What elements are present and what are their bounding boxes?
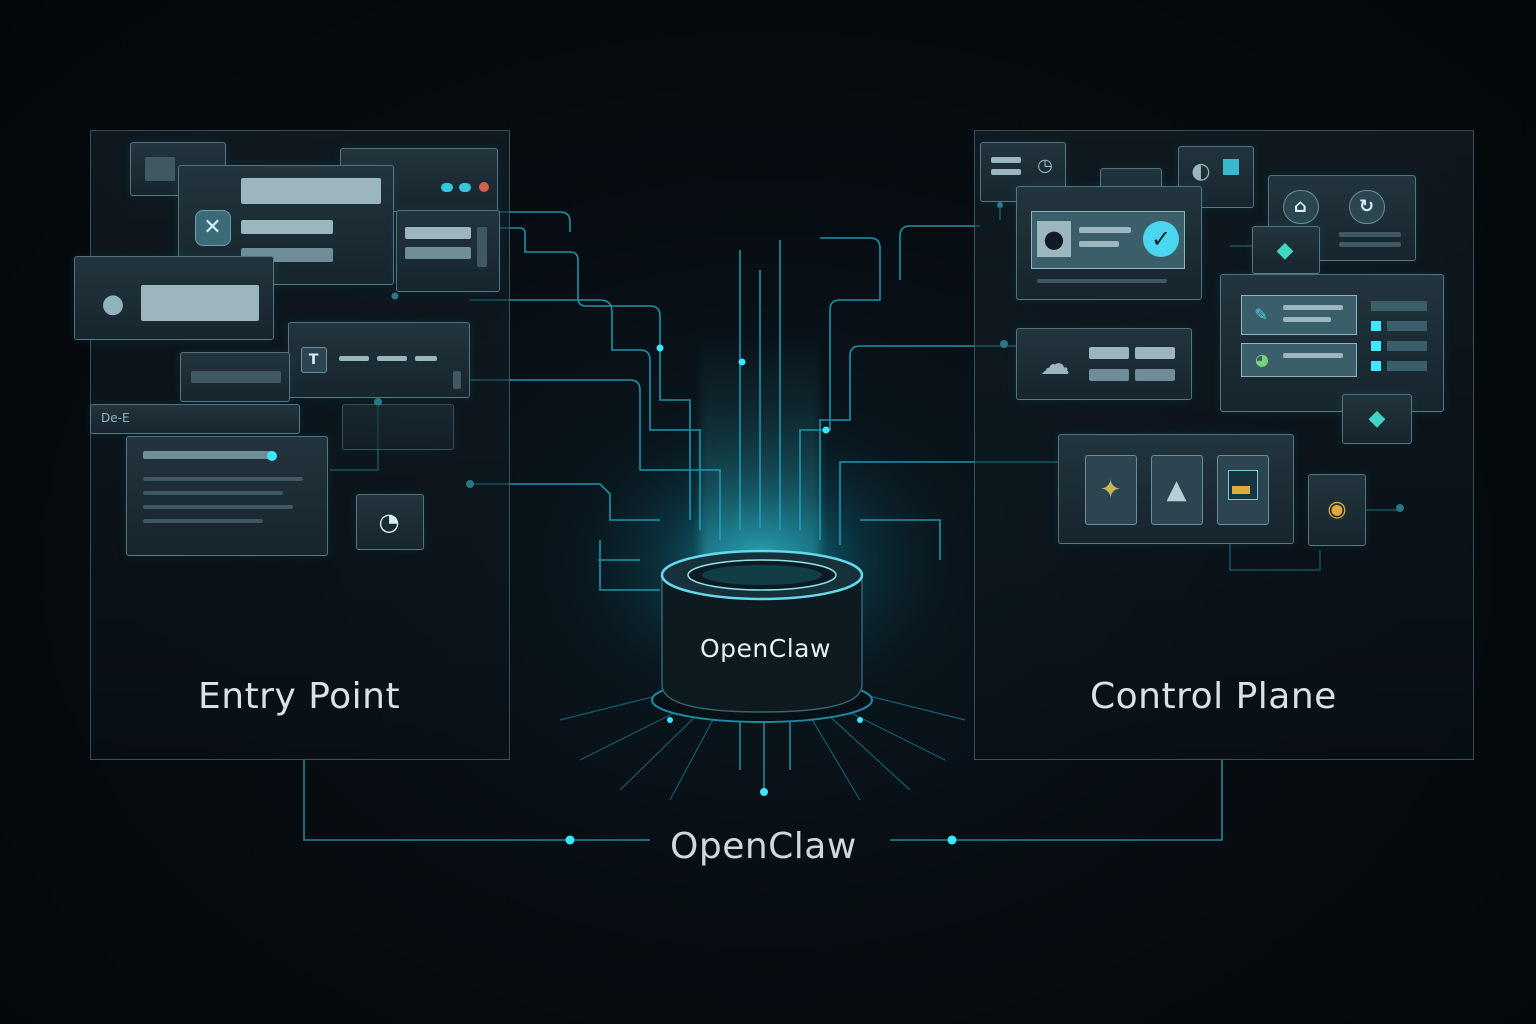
orb-icon: ◉: [1327, 496, 1347, 522]
left-window-user-card[interactable]: ●: [74, 256, 274, 340]
clock-icon: ◷: [1037, 154, 1053, 176]
left-window-table[interactable]: [396, 210, 500, 292]
left-window-faded: [342, 404, 454, 450]
user-icon: ●: [1037, 221, 1071, 257]
right-window-bird[interactable]: ◆: [1252, 226, 1320, 274]
refresh-icon: ↻: [1358, 196, 1375, 217]
app-tile-3[interactable]: [1217, 455, 1269, 525]
right-window-servers[interactable]: ☁: [1016, 328, 1192, 400]
hub-label: OpenClaw: [700, 634, 831, 663]
right-window-profile[interactable]: ● ✓: [1016, 186, 1202, 300]
hub-radial-traces: [559, 689, 966, 801]
gauge-icon: ◐: [1191, 158, 1211, 184]
left-window-tab[interactable]: De-E: [90, 404, 300, 434]
right-window-apps[interactable]: ✦ ▲: [1058, 434, 1294, 544]
close-button[interactable]: ✕: [195, 210, 231, 246]
left-window-widget[interactable]: ◔: [356, 494, 424, 550]
left-window-keys[interactable]: [180, 352, 290, 402]
user-icon: ●: [101, 289, 125, 319]
map-icon: ✦: [1099, 475, 1122, 505]
refresh-button[interactable]: ↻: [1349, 190, 1385, 224]
bird-icon: ◆: [1276, 237, 1294, 263]
close-icon: ✕: [203, 215, 222, 240]
right-window-fish[interactable]: ◆: [1342, 394, 1412, 444]
app-tile-1[interactable]: ✦: [1085, 455, 1137, 525]
leaf-icon: ◕: [1255, 349, 1269, 369]
control-plane-label: Control Plane: [1090, 676, 1337, 717]
tool-icon: ✎: [1254, 304, 1268, 324]
hub-cylinder: [651, 549, 873, 723]
tab-label: De-E: [101, 411, 130, 425]
check-icon: ✓: [1143, 221, 1179, 257]
home-button[interactable]: ⌂: [1283, 190, 1319, 224]
bottom-label: OpenClaw: [670, 826, 857, 867]
right-window-orb[interactable]: ◉: [1308, 474, 1366, 546]
tool-button[interactable]: T: [301, 347, 327, 373]
fish-icon: ◆: [1368, 405, 1386, 431]
chart-pie-icon: ◔: [378, 508, 400, 536]
pin-icon: T: [308, 351, 319, 368]
app-tile-2[interactable]: ▲: [1151, 455, 1203, 525]
left-window-editor[interactable]: [126, 436, 328, 556]
left-window-toolbar[interactable]: T: [288, 322, 470, 398]
right-window-list[interactable]: ✎ ◕: [1220, 274, 1444, 412]
cloud-icon: ☁: [1040, 346, 1070, 382]
entry-point-label: Entry Point: [198, 676, 401, 717]
home-icon: ⌂: [1294, 196, 1307, 217]
bottom-connector: [303, 720, 1223, 841]
people-icon: ▲: [1166, 475, 1187, 505]
